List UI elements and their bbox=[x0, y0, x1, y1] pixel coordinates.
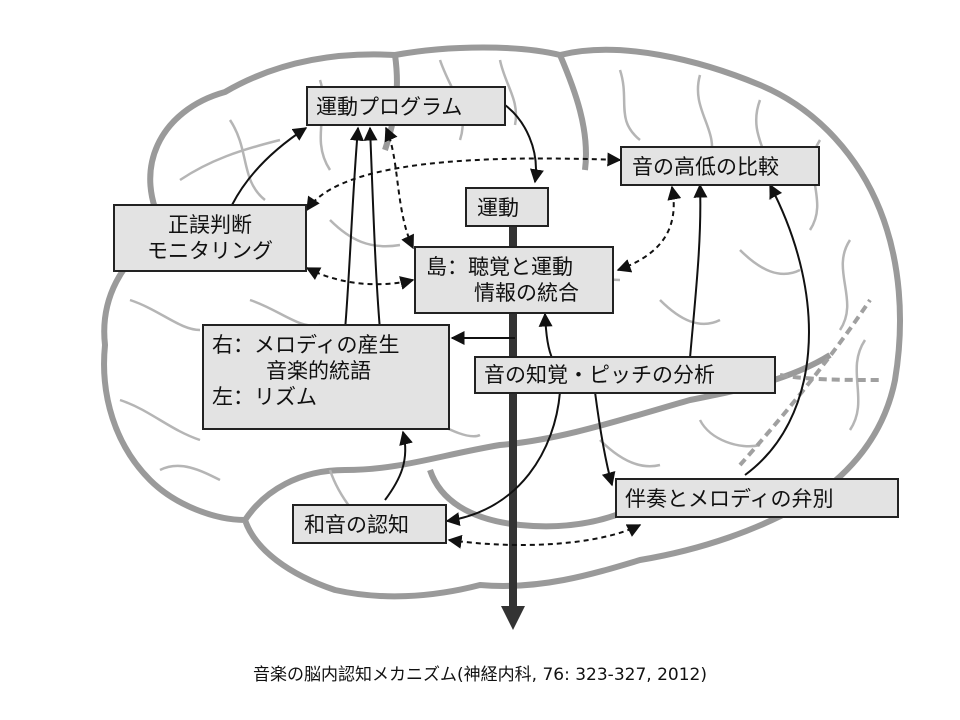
box-chord: 和音の認知 bbox=[292, 504, 447, 544]
error-monitoring-line2: モニタリング bbox=[147, 239, 273, 263]
box-accompaniment: 伴奏とメロディの弁別 bbox=[615, 478, 899, 518]
dashed-monitoring-pitchcomp bbox=[306, 152, 622, 212]
accompaniment-label: 伴奏とメロディの弁別 bbox=[625, 487, 834, 511]
chord-label: 和音の認知 bbox=[304, 513, 409, 537]
dashed-program-insula bbox=[384, 126, 414, 250]
arrow-perception-to-accompaniment bbox=[594, 391, 616, 487]
box-motor-program: 運動プログラム bbox=[306, 86, 506, 126]
arrow-perception-to-pitchcomp bbox=[689, 183, 708, 359]
arrow-melody-to-program-1 bbox=[344, 126, 364, 331]
box-pitch-comparison: 音の高低の比較 bbox=[620, 146, 820, 186]
error-monitoring-line1: 正誤判断 bbox=[168, 213, 252, 237]
box-motor: 運動 bbox=[465, 187, 549, 227]
box-melody: 右：メロディの産生 音楽的統語 左：リズム bbox=[202, 324, 450, 430]
insula-line2: 情報の統合 bbox=[474, 281, 579, 305]
melody-line1: 右：メロディの産生 bbox=[212, 333, 400, 357]
dashed-arrows bbox=[305, 126, 682, 549]
arrow-perception-to-chord bbox=[445, 391, 561, 527]
dashed-monitoring-insula bbox=[305, 267, 415, 290]
pitch-comparison-label: 音の高低の比較 bbox=[632, 155, 779, 179]
dashed-insula-pitchcomp bbox=[616, 185, 682, 273]
box-pitch-perception: 音の知覚・ピッチの分析 bbox=[474, 356, 776, 394]
arrow-perception-to-insula bbox=[538, 312, 554, 361]
arrow-accompaniment-to-pitchcomp bbox=[744, 183, 810, 476]
arrow-melody-to-program-2 bbox=[363, 126, 381, 331]
box-insula: 島：聴覚と運動 情報の統合 bbox=[414, 246, 614, 314]
arrow-monitoring-to-program bbox=[231, 127, 308, 206]
melody-line3: 左：リズム bbox=[212, 385, 317, 409]
motor-program-label: 運動プログラム bbox=[316, 95, 463, 119]
melody-line2: 音楽的統語 bbox=[266, 359, 371, 383]
box-error-monitoring: 正誤判断 モニタリング bbox=[113, 204, 307, 272]
arrow-program-to-motor bbox=[504, 104, 544, 184]
pitch-perception-label: 音の知覚・ピッチの分析 bbox=[484, 363, 715, 387]
arrow-chord-to-melody bbox=[384, 430, 413, 501]
insula-line1: 島：聴覚と運動 bbox=[426, 255, 573, 279]
motor-label: 運動 bbox=[477, 196, 519, 220]
figure-caption: 音楽の脳内認知メカニズム(神経内科, 76: 323-327, 2012) bbox=[253, 665, 707, 685]
occipital-dashes bbox=[738, 298, 881, 467]
